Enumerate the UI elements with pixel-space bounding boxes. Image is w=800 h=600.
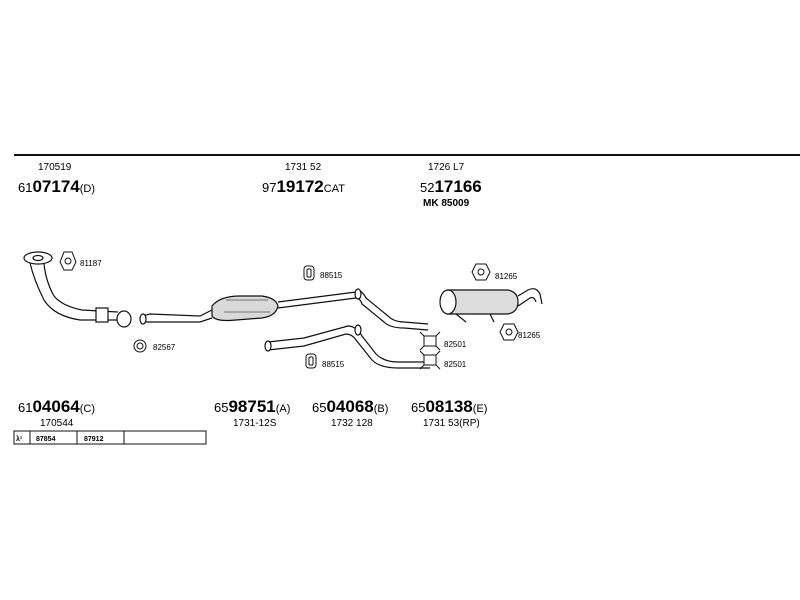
mounting-kit-label: MK 85009 bbox=[423, 198, 470, 209]
clamp-front-icon bbox=[133, 339, 147, 353]
rear-silencer-drawing bbox=[439, 288, 543, 323]
lambda-cell[interactable]: 87854 bbox=[36, 436, 56, 443]
lambda-sensor-table: λ¹ 87854 87912 bbox=[13, 430, 207, 445]
gasket-rear-upper-icon bbox=[471, 263, 491, 281]
part-front-pipe-bottom[interactable]: 6104064(C) 170544 bbox=[18, 397, 95, 429]
clamp-lower-icon bbox=[419, 350, 441, 370]
part-sub-number: 170544 bbox=[40, 418, 74, 429]
part-number: 6104064(C) bbox=[18, 397, 95, 416]
part-rear-silencer-top[interactable]: 1726 L7 5217166 MK 85009 bbox=[420, 162, 482, 209]
hanger-upper-icon bbox=[303, 265, 315, 281]
component-label-clamp: 82501 bbox=[444, 360, 467, 369]
part-number: 9719172CAT bbox=[262, 177, 345, 196]
part-sub-number: 1726 L7 bbox=[428, 162, 465, 173]
part-sub-number: 170519 bbox=[38, 162, 72, 173]
gasket-front-icon bbox=[59, 251, 77, 271]
lambda-symbol: λ¹ bbox=[16, 435, 23, 443]
part-number: 5217166 bbox=[420, 177, 482, 196]
part-center-pipe-a[interactable]: 6598751(A) 1731-12S bbox=[214, 397, 290, 429]
part-sub-number: 1731-12S bbox=[233, 418, 277, 429]
component-label-clamp: 82567 bbox=[153, 343, 176, 352]
part-sub-number: 1731 52 bbox=[285, 162, 322, 173]
part-rear-silencer-bottom[interactable]: 6508138(E) 1731 53(RP) bbox=[411, 397, 487, 429]
part-center-pipe-b[interactable]: 6504068(B) 1732 128 bbox=[312, 397, 388, 429]
component-label-gasket: 81265 bbox=[495, 272, 518, 281]
component-label-hanger: 88515 bbox=[320, 271, 343, 280]
front-pipe-drawing bbox=[23, 251, 132, 328]
center-pipes-drawing bbox=[264, 288, 430, 369]
part-catalyst-top[interactable]: 1731 52 9719172CAT bbox=[262, 162, 345, 196]
component-label-clamp: 82501 bbox=[444, 340, 467, 349]
catalyst-drawing bbox=[139, 291, 357, 325]
part-sub-number: 1731 53(RP) bbox=[423, 418, 480, 429]
clamp-upper-icon bbox=[419, 331, 441, 351]
component-label-gasket: 81265 bbox=[518, 331, 541, 340]
component-label-gasket: 81187 bbox=[80, 259, 102, 268]
part-number: 6504068(B) bbox=[312, 397, 388, 416]
part-number: 6107174(D) bbox=[18, 177, 95, 196]
lambda-cell[interactable]: 87912 bbox=[84, 436, 104, 443]
part-sub-number: 1732 128 bbox=[331, 418, 373, 429]
part-number: 6508138(E) bbox=[411, 397, 487, 416]
hanger-lower-icon bbox=[305, 353, 317, 369]
component-label-hanger: 88515 bbox=[322, 360, 345, 369]
part-number: 6598751(A) bbox=[214, 397, 290, 416]
gasket-rear-lower-icon bbox=[499, 323, 519, 341]
part-front-pipe-top[interactable]: 170519 6107174(D) bbox=[18, 162, 95, 196]
